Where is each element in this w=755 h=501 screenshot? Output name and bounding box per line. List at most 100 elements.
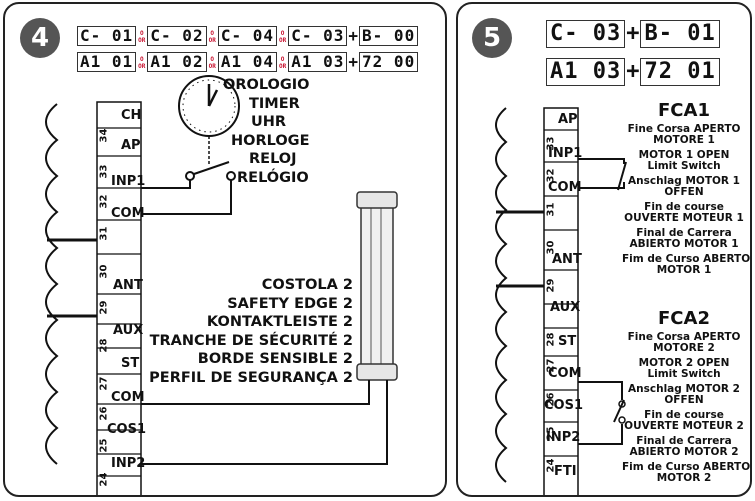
- terminal-label: INP1: [111, 174, 146, 189]
- code-segment: 72 00: [359, 52, 419, 72]
- transformer-coil: [495, 107, 508, 483]
- terminal-label: INP2: [546, 430, 581, 445]
- plus-sign: +: [626, 21, 640, 46]
- fca1-line: MOTORE 1: [653, 134, 715, 146]
- terminal-label: COM: [111, 206, 145, 221]
- code-segment: A1 03: [546, 58, 626, 86]
- fca1-line: Final de Carrera: [636, 227, 732, 239]
- terminal-label: COM: [548, 366, 582, 381]
- terminal-label: INP2: [111, 456, 146, 471]
- fca2-line: Limit Switch: [647, 368, 721, 380]
- terminal-number: 29: [98, 300, 110, 315]
- fca1-line: Fim de Curso ABERTO: [622, 253, 751, 265]
- terminal-label: ST: [558, 334, 577, 349]
- fca1-line: Fin de course: [644, 201, 724, 213]
- code-segment: C- 03: [546, 20, 626, 48]
- terminal-label: AP: [121, 138, 141, 153]
- terminal-label: COM: [111, 390, 145, 405]
- code-segment: C- 02: [147, 26, 207, 46]
- terminal-number: 28: [545, 332, 557, 347]
- step-badge: 5: [472, 18, 512, 58]
- terminal-number: 27: [545, 358, 557, 373]
- code-segment: A1 04: [217, 52, 277, 72]
- fca2-line: MOTOR 2: [656, 472, 712, 484]
- terminal-number: 30: [98, 264, 110, 279]
- plus-sign: +: [348, 26, 359, 45]
- fca2-line: Fim de Curso ABERTO: [622, 461, 751, 473]
- code-row-1: C- 03+B- 01: [546, 20, 720, 48]
- terminal-number: 32: [98, 194, 110, 209]
- fca2-title: FCA2: [658, 308, 710, 329]
- fca2-line: Final de Carrera: [636, 435, 732, 447]
- code-segment: C- 03: [288, 26, 348, 46]
- terminal-label: ANT: [113, 278, 143, 293]
- terminal-number: 26: [545, 392, 557, 407]
- code-segment: C- 04: [217, 26, 277, 46]
- wiring-diagram-4: [45, 75, 398, 495]
- terminal-number: 33: [545, 136, 557, 151]
- terminal-number: 33: [98, 164, 110, 179]
- terminal-number: 34: [98, 128, 110, 143]
- code-segment: 72 01: [640, 58, 720, 86]
- terminal-number: 32: [545, 168, 557, 183]
- terminal-label: COS1: [107, 422, 146, 437]
- terminal-label: ST: [121, 356, 140, 371]
- edge-label: COSTOLA 2: [261, 277, 353, 293]
- timer-label: UHR: [251, 114, 287, 130]
- fca1-line: MOTOR 1: [656, 264, 712, 276]
- fca2-line: Fine Corsa APERTO: [627, 331, 741, 343]
- terminal-number: 31: [545, 202, 557, 217]
- fca1-line: Limit Switch: [647, 160, 721, 172]
- terminal-number: 30: [545, 240, 557, 255]
- edge-label: PERFIL DE SEGURANÇA 2: [149, 369, 353, 386]
- plus-sign: +: [348, 52, 359, 71]
- edge-label: KONTAKTLEISTE 2: [206, 314, 353, 330]
- timer-label: RELOJ: [249, 151, 297, 167]
- fca2-line: MOTORE 2: [653, 342, 715, 354]
- terminal-number: 29: [545, 278, 557, 293]
- code-segment: A1 01: [77, 52, 137, 72]
- panel-limit-switches: 5 C- 03+B- 01 A1 03+72 01 FCA1 Fine Cors…: [456, 2, 752, 497]
- terminal-label: CH: [121, 108, 142, 123]
- terminal-label: INP1: [548, 146, 583, 161]
- plus-sign: +: [626, 59, 640, 84]
- code-segment: C- 01: [77, 26, 137, 46]
- timer-label: OROLOGIO: [223, 77, 310, 93]
- safety-edge-label-list: COSTOLA 2 SAFETY EDGE 2 KONTAKTLEISTE 2 …: [149, 276, 353, 387]
- fca1-line: OUVERTE MOTEUR 1: [624, 212, 744, 224]
- terminal-label: AUX: [550, 300, 581, 315]
- terminal-label: COS1: [544, 398, 583, 413]
- terminal-label: AUX: [113, 323, 144, 338]
- terminal-label: FTI: [554, 464, 577, 479]
- code-segment: B- 00: [359, 26, 419, 46]
- timer-label-list: OROLOGIO TIMER UHR HORLOGE RELOJ RELÓGIO: [223, 76, 310, 187]
- fca1-title: FCA1: [658, 100, 710, 121]
- code-row-2: A1 03+72 01: [546, 58, 720, 86]
- step-badge: 4: [20, 18, 60, 58]
- terminal-number: 25: [98, 438, 110, 453]
- timer-label: HORLOGE: [231, 132, 310, 149]
- fca2-line: MOTOR 2 OPEN: [638, 357, 730, 369]
- terminal-label: AP: [558, 112, 578, 127]
- edge-label: BORDE SENSIBLE 2: [197, 351, 353, 367]
- fca1-line: Fine Corsa APERTO: [627, 123, 741, 135]
- terminal-number: 24: [545, 458, 557, 473]
- edge-label: TRANCHE DE SÉCURITÉ 2: [149, 332, 353, 349]
- fca1-line: Anschlag MOTOR 1: [628, 175, 740, 187]
- fca1-line: MOTOR 1 OPEN: [638, 149, 730, 161]
- terminal-label: COM: [548, 180, 582, 195]
- terminal-number: 27: [98, 376, 110, 391]
- fca2-line: Fin de course: [644, 409, 724, 421]
- fca2-line: ABIERTO MOTOR 2: [629, 446, 739, 458]
- fca1-line: ABIERTO MOTOR 1: [629, 238, 739, 250]
- terminal-number: 31: [98, 226, 110, 241]
- code-segment: A1 02: [147, 52, 207, 72]
